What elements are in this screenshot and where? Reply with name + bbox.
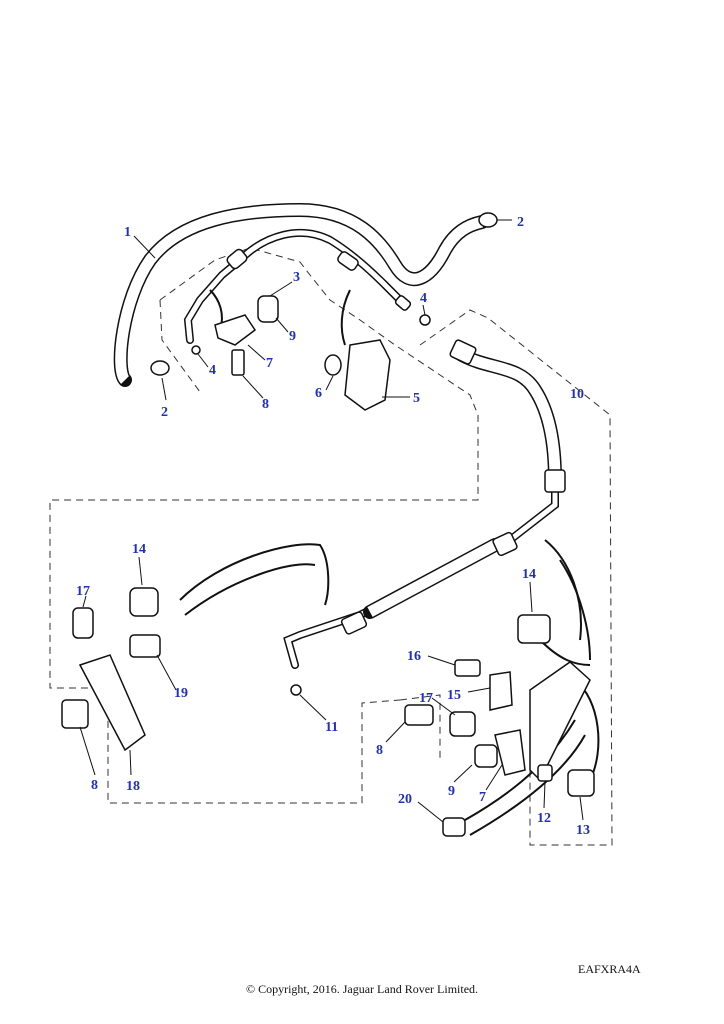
label-11: 11 (325, 720, 338, 735)
label-12: 12 (537, 811, 551, 826)
label-7-upper: 7 (266, 356, 273, 371)
label-9-lower: 9 (448, 784, 455, 799)
small-parts (61, 212, 595, 837)
leader-lines (79, 219, 584, 823)
hose-upper (113, 202, 489, 387)
label-5: 5 (413, 391, 420, 406)
label-8-upper: 8 (262, 397, 269, 412)
label-2-lower: 2 (161, 405, 168, 420)
label-18: 18 (126, 779, 140, 794)
label-7-lower: 7 (479, 790, 486, 805)
label-2-upper: 2 (517, 215, 524, 230)
label-8-left: 8 (91, 778, 98, 793)
label-16: 16 (407, 649, 421, 664)
label-1: 1 (124, 225, 131, 240)
label-3: 3 (293, 270, 300, 285)
label-6: 6 (315, 386, 322, 401)
label-10: 10 (570, 387, 584, 402)
group-outlines (49, 247, 613, 846)
label-14-left: 14 (132, 542, 146, 557)
label-4-left: 4 (209, 363, 216, 378)
label-15: 15 (447, 688, 461, 703)
label-20: 20 (398, 792, 412, 807)
copyright-notice: © Copyright, 2016. Jaguar Land Rover Lim… (245, 982, 479, 996)
hose-lower (283, 339, 566, 669)
label-14-right: 14 (522, 567, 536, 582)
label-9-upper: 9 (289, 329, 296, 344)
label-17-right: 17 (419, 691, 433, 706)
label-19: 19 (174, 686, 188, 701)
diagram-code: EAFXRA4A (578, 962, 641, 976)
label-4-right: 4 (420, 291, 427, 306)
label-8-mid: 8 (376, 743, 383, 758)
label-13: 13 (576, 823, 590, 838)
label-17-left: 17 (76, 584, 90, 599)
pipe-upper (183, 229, 412, 344)
part-labels: 1 2 2 3 4 4 5 6 7 7 8 8 8 9 9 10 11 12 1… (76, 215, 590, 838)
